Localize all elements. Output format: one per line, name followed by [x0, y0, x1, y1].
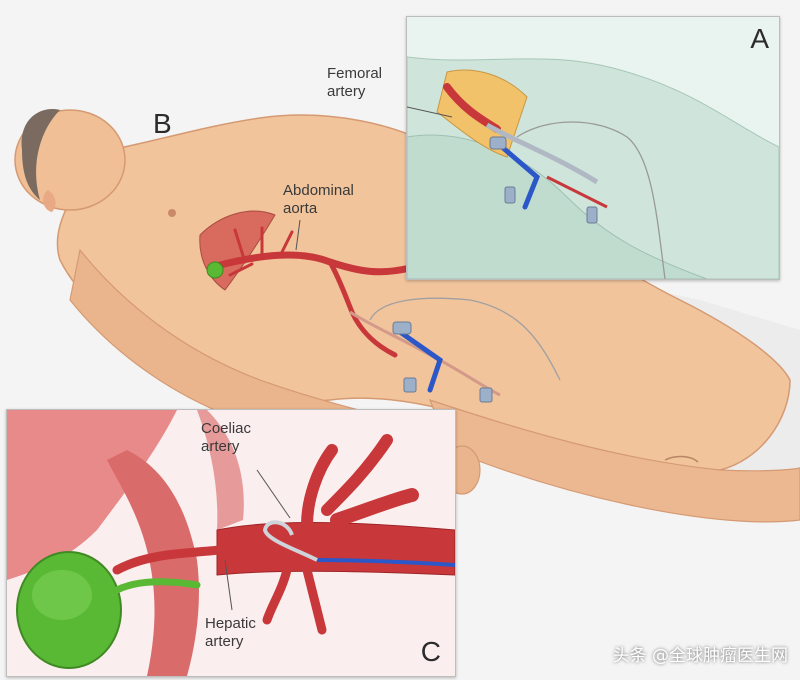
label-line: artery — [201, 438, 240, 455]
aorta-branch — [228, 226, 294, 277]
femoral-artery-label: Femoral artery — [327, 65, 382, 101]
label-line: artery — [327, 83, 366, 100]
inset-a-illustration — [407, 17, 779, 279]
cystic-duct — [113, 578, 201, 594]
coeliac-branch — [301, 444, 338, 531]
inset-c-coeliac-hepatic: Coeliac artery Hepatic artery C — [6, 409, 456, 677]
label-line: Coeliac — [201, 420, 252, 437]
stopcock — [403, 377, 417, 393]
stopcock — [504, 186, 516, 204]
coeliac-leader — [256, 469, 291, 519]
label-line: Hepatic — [205, 615, 256, 632]
hepatic-artery-label: Hepatic artery — [205, 615, 256, 651]
abdominal-aorta-label: Abdominal aorta — [283, 182, 354, 218]
catheter-hub — [392, 321, 412, 335]
patient-nipple — [168, 209, 176, 217]
aorta-leader — [295, 219, 301, 251]
catheter-loop — [262, 520, 318, 562]
catheter-hub — [489, 136, 507, 150]
lower-branch — [262, 565, 327, 635]
catheter-blue-line — [316, 558, 455, 567]
gallbladder — [206, 261, 224, 279]
coeliac-branch — [321, 434, 393, 516]
surgical-drape — [407, 134, 708, 279]
panel-c-letter: C — [420, 636, 441, 667]
watermark: 头条 @全球肿瘤医生网 — [612, 646, 788, 666]
patient-hair — [21, 109, 60, 200]
gallbladder-highlight — [32, 570, 92, 620]
coeliac-artery-label: Coeliac artery — [201, 420, 251, 456]
catheter-sheath — [485, 122, 599, 185]
femoral-leader — [407, 106, 453, 118]
tissue-fold — [107, 450, 199, 676]
stopcock — [586, 206, 598, 224]
catheter-blue-line — [499, 144, 540, 210]
catheter-blue-line — [397, 329, 443, 393]
knee-detail — [664, 455, 699, 463]
hepatic-leader — [224, 559, 233, 611]
liver-tissue — [7, 410, 177, 580]
coeliac-branch — [330, 488, 419, 527]
label-line: artery — [205, 633, 244, 650]
label-line: Femoral — [327, 65, 383, 82]
label-line: aorta — [283, 200, 318, 217]
hepatic-artery — [112, 530, 302, 575]
panel-b-letter: B — [153, 108, 172, 139]
panel-a-letter: A — [750, 23, 769, 54]
label-line: Abdominal — [283, 182, 354, 199]
stopcock — [479, 387, 493, 403]
inset-a-femoral-access: A — [406, 16, 780, 280]
tissue-fold — [197, 410, 244, 530]
guide-wire — [369, 297, 561, 381]
guide-wire — [516, 121, 666, 279]
inset-c-illustration — [7, 410, 455, 676]
catheter-red-line — [546, 175, 608, 209]
patient-ear — [43, 190, 56, 212]
